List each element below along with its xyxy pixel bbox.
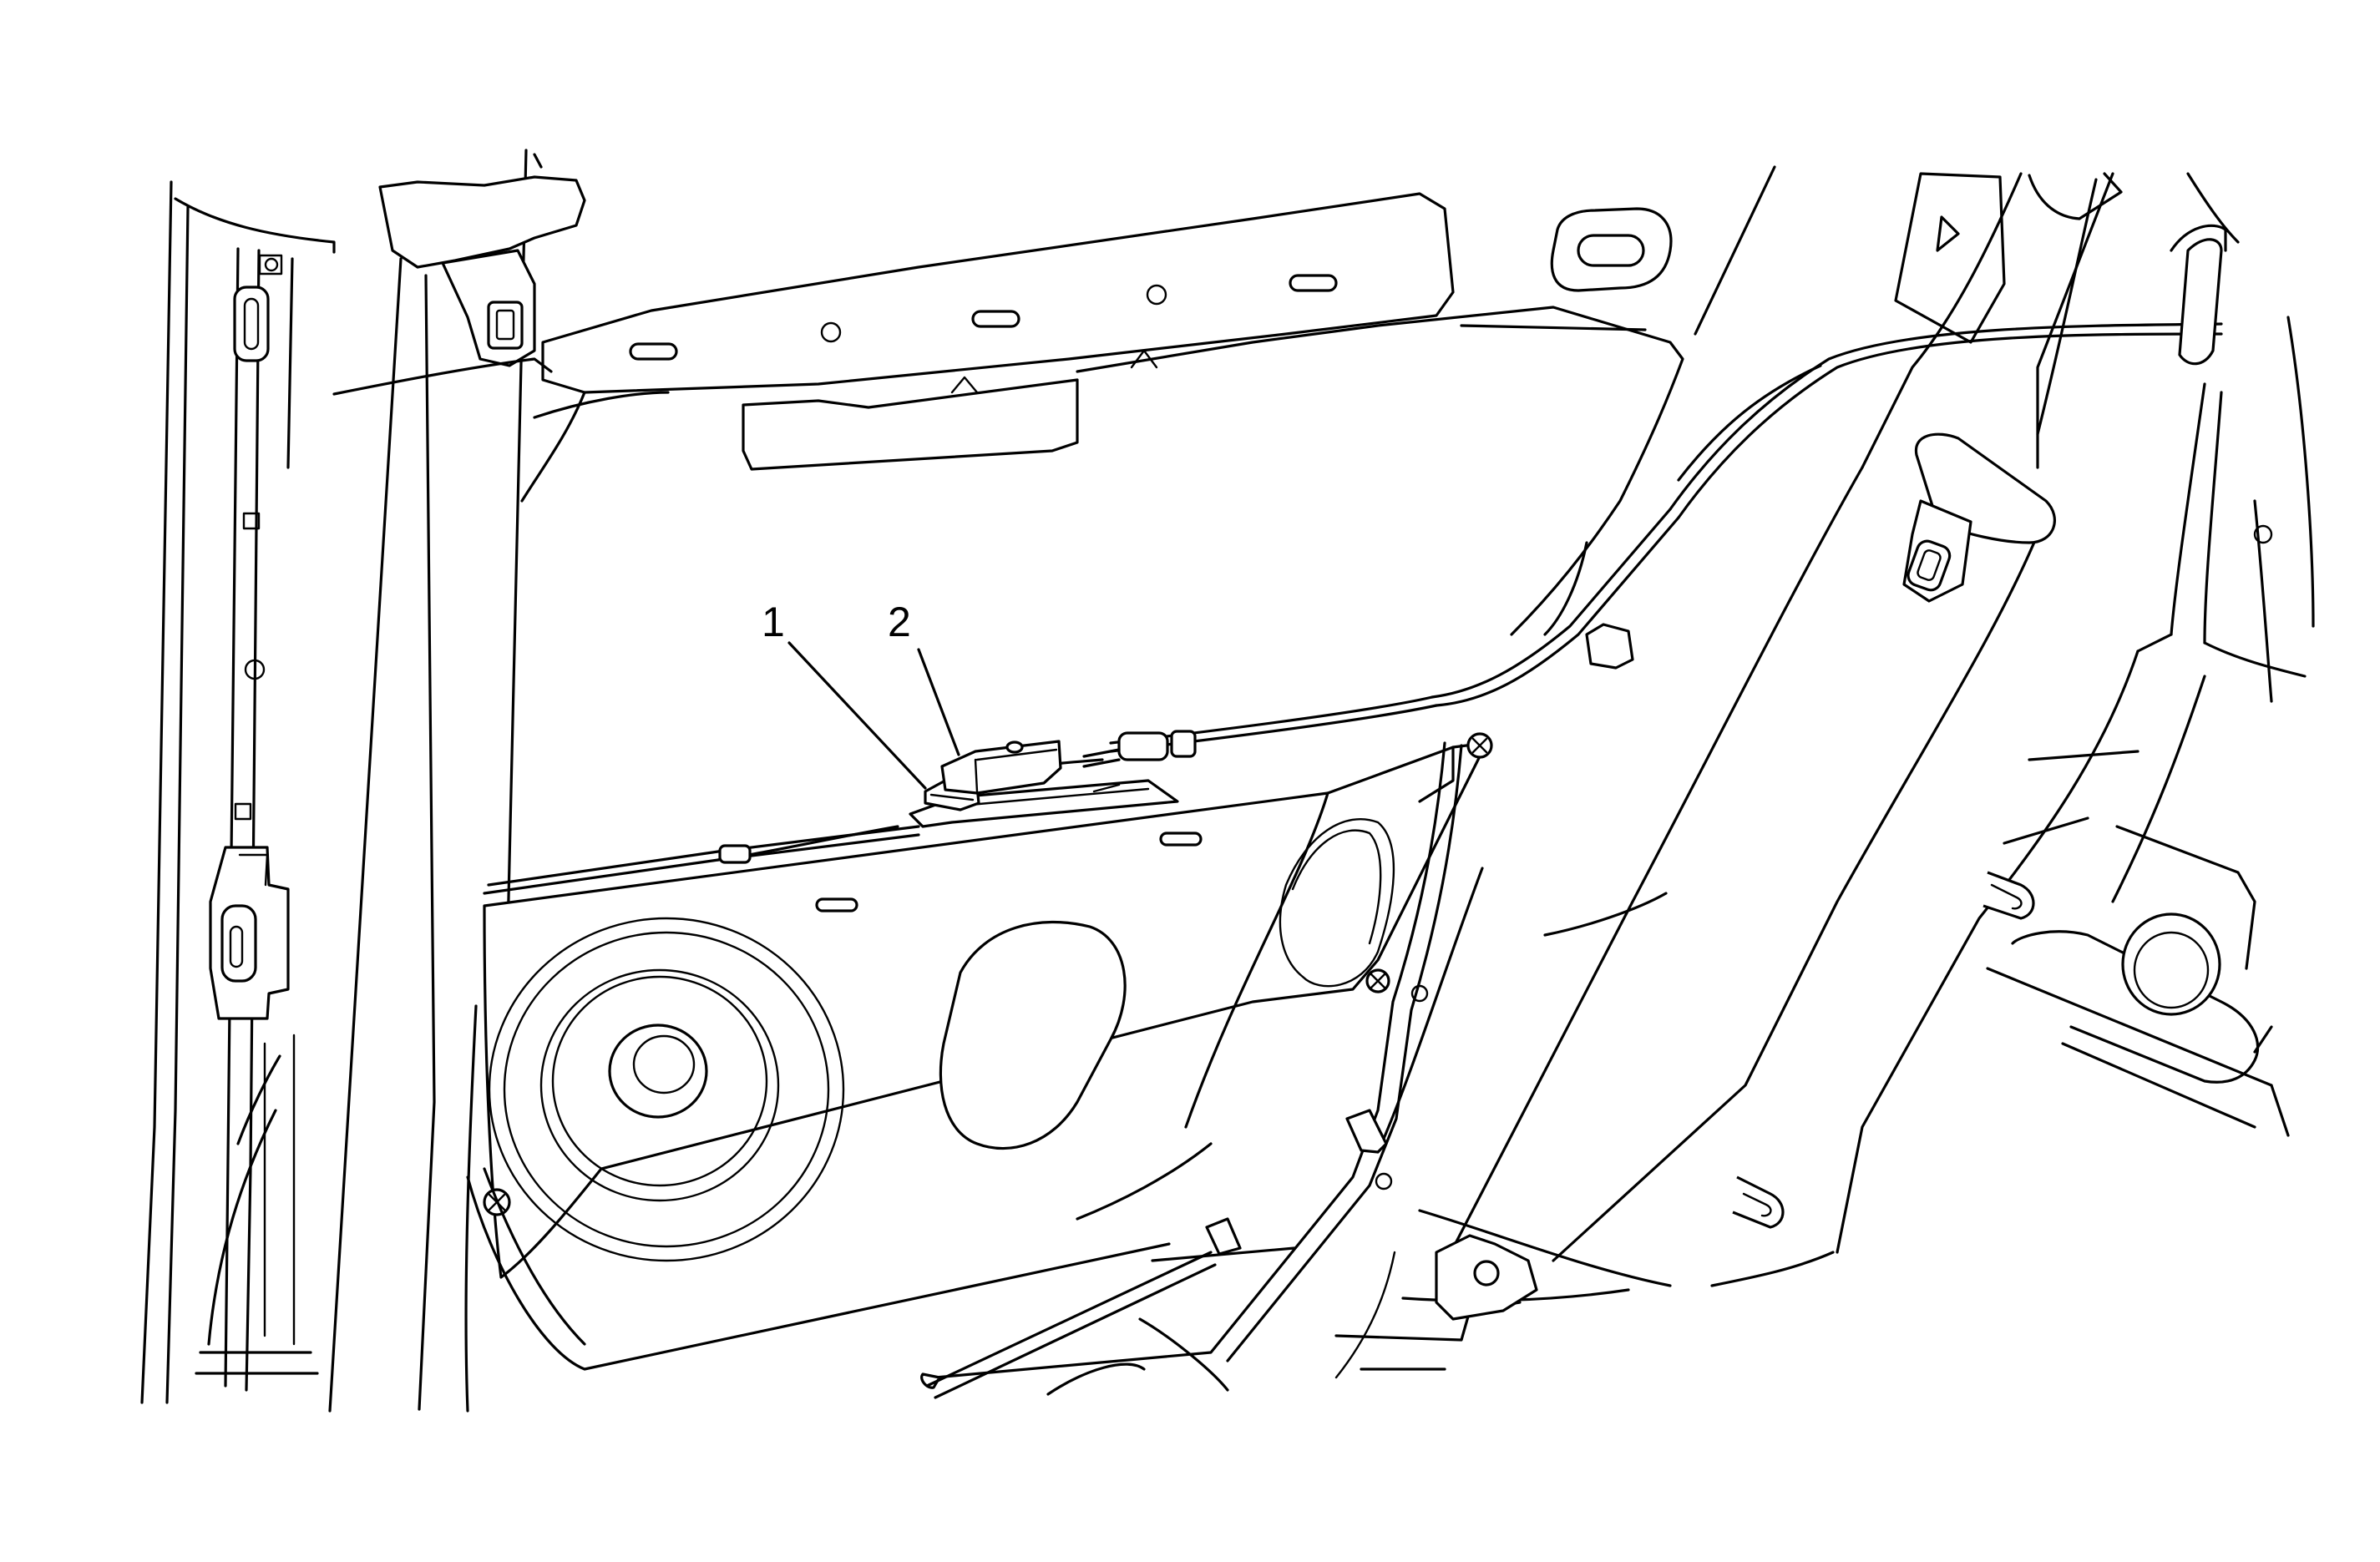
wire-harness	[920, 623, 1668, 1399]
callout-2-module	[940, 740, 1062, 795]
callout-1-label: 1	[762, 599, 785, 645]
callout-leaders	[787, 641, 960, 790]
door-upper-trim	[541, 192, 1673, 471]
b-pillar-frame	[140, 180, 336, 1404]
upper-seat-belt-guide	[378, 175, 586, 367]
door-inner-panel	[332, 165, 1776, 1371]
callout-2-label: 2	[888, 599, 911, 645]
rear-seat-belt	[1435, 172, 2114, 1321]
